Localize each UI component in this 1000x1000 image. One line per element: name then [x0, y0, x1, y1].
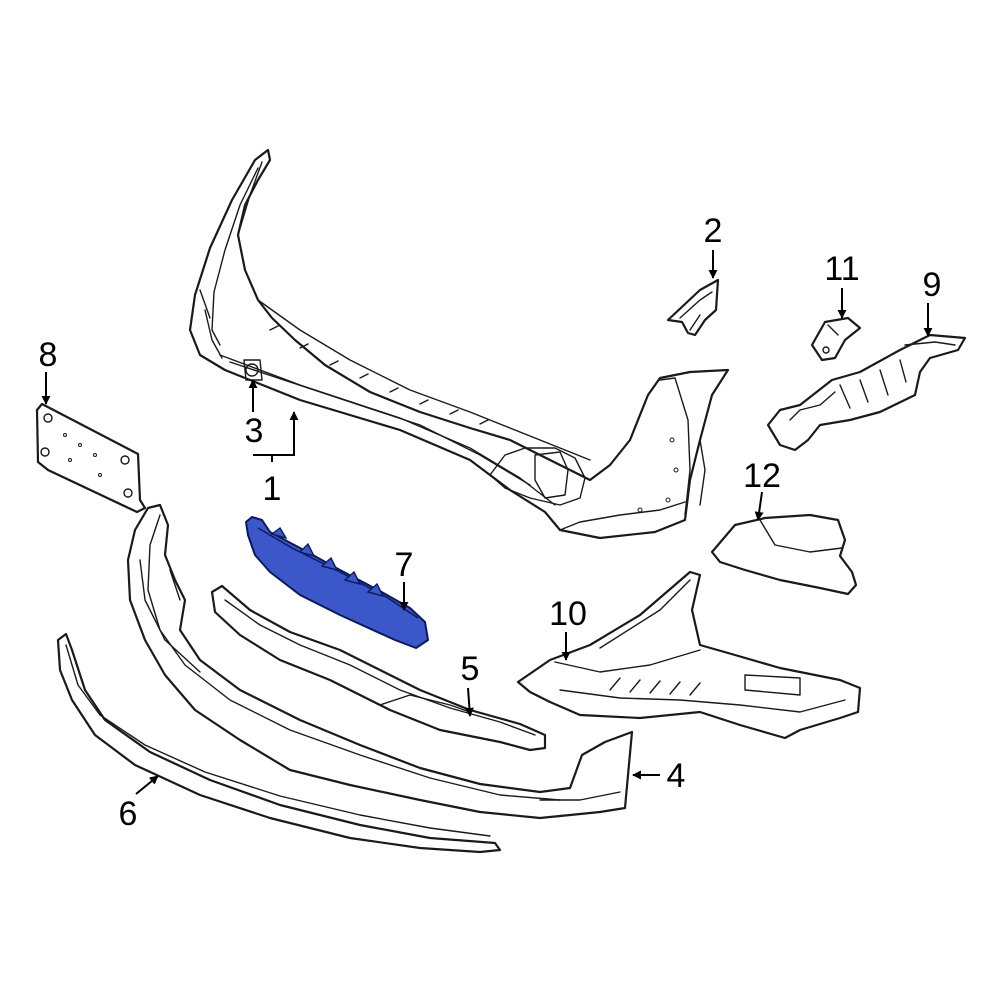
callout-8: 8	[39, 336, 58, 374]
grille-trim-part-7	[245, 516, 429, 649]
trim-strip-part-6	[56, 632, 502, 854]
bracket-part-2	[666, 278, 720, 337]
callout-12: 12	[743, 457, 781, 495]
callout-6: 6	[119, 795, 138, 833]
callout-10: 10	[549, 595, 587, 633]
leader-6	[135, 775, 159, 795]
callout-2: 2	[704, 212, 723, 250]
leader-5	[464, 687, 474, 717]
callout-5: 5	[461, 650, 480, 688]
leader-12	[754, 491, 764, 521]
air-guide-part-10	[516, 570, 862, 740]
bumper-cover-part	[188, 148, 730, 540]
license-bracket-part-8	[35, 402, 147, 514]
callout-1: 1	[263, 470, 282, 508]
callout-3: 3	[245, 412, 264, 450]
highlighted-part	[245, 516, 429, 649]
lower-trim-part-5	[210, 584, 547, 752]
callout-7: 7	[395, 546, 414, 584]
callout-labels: 2 11 9 8 3 1 12 7 10 5 4 6	[39, 212, 942, 833]
callout-11: 11	[824, 250, 859, 288]
cap-part-12	[710, 513, 858, 596]
bracket-part-11	[810, 316, 862, 362]
callout-4: 4	[667, 757, 686, 795]
callout-9: 9	[923, 266, 942, 304]
lower-bumper-part-4	[126, 503, 634, 820]
bracket-part-9	[766, 333, 967, 452]
callout-leaders	[41, 250, 933, 795]
leader-1	[253, 411, 299, 456]
